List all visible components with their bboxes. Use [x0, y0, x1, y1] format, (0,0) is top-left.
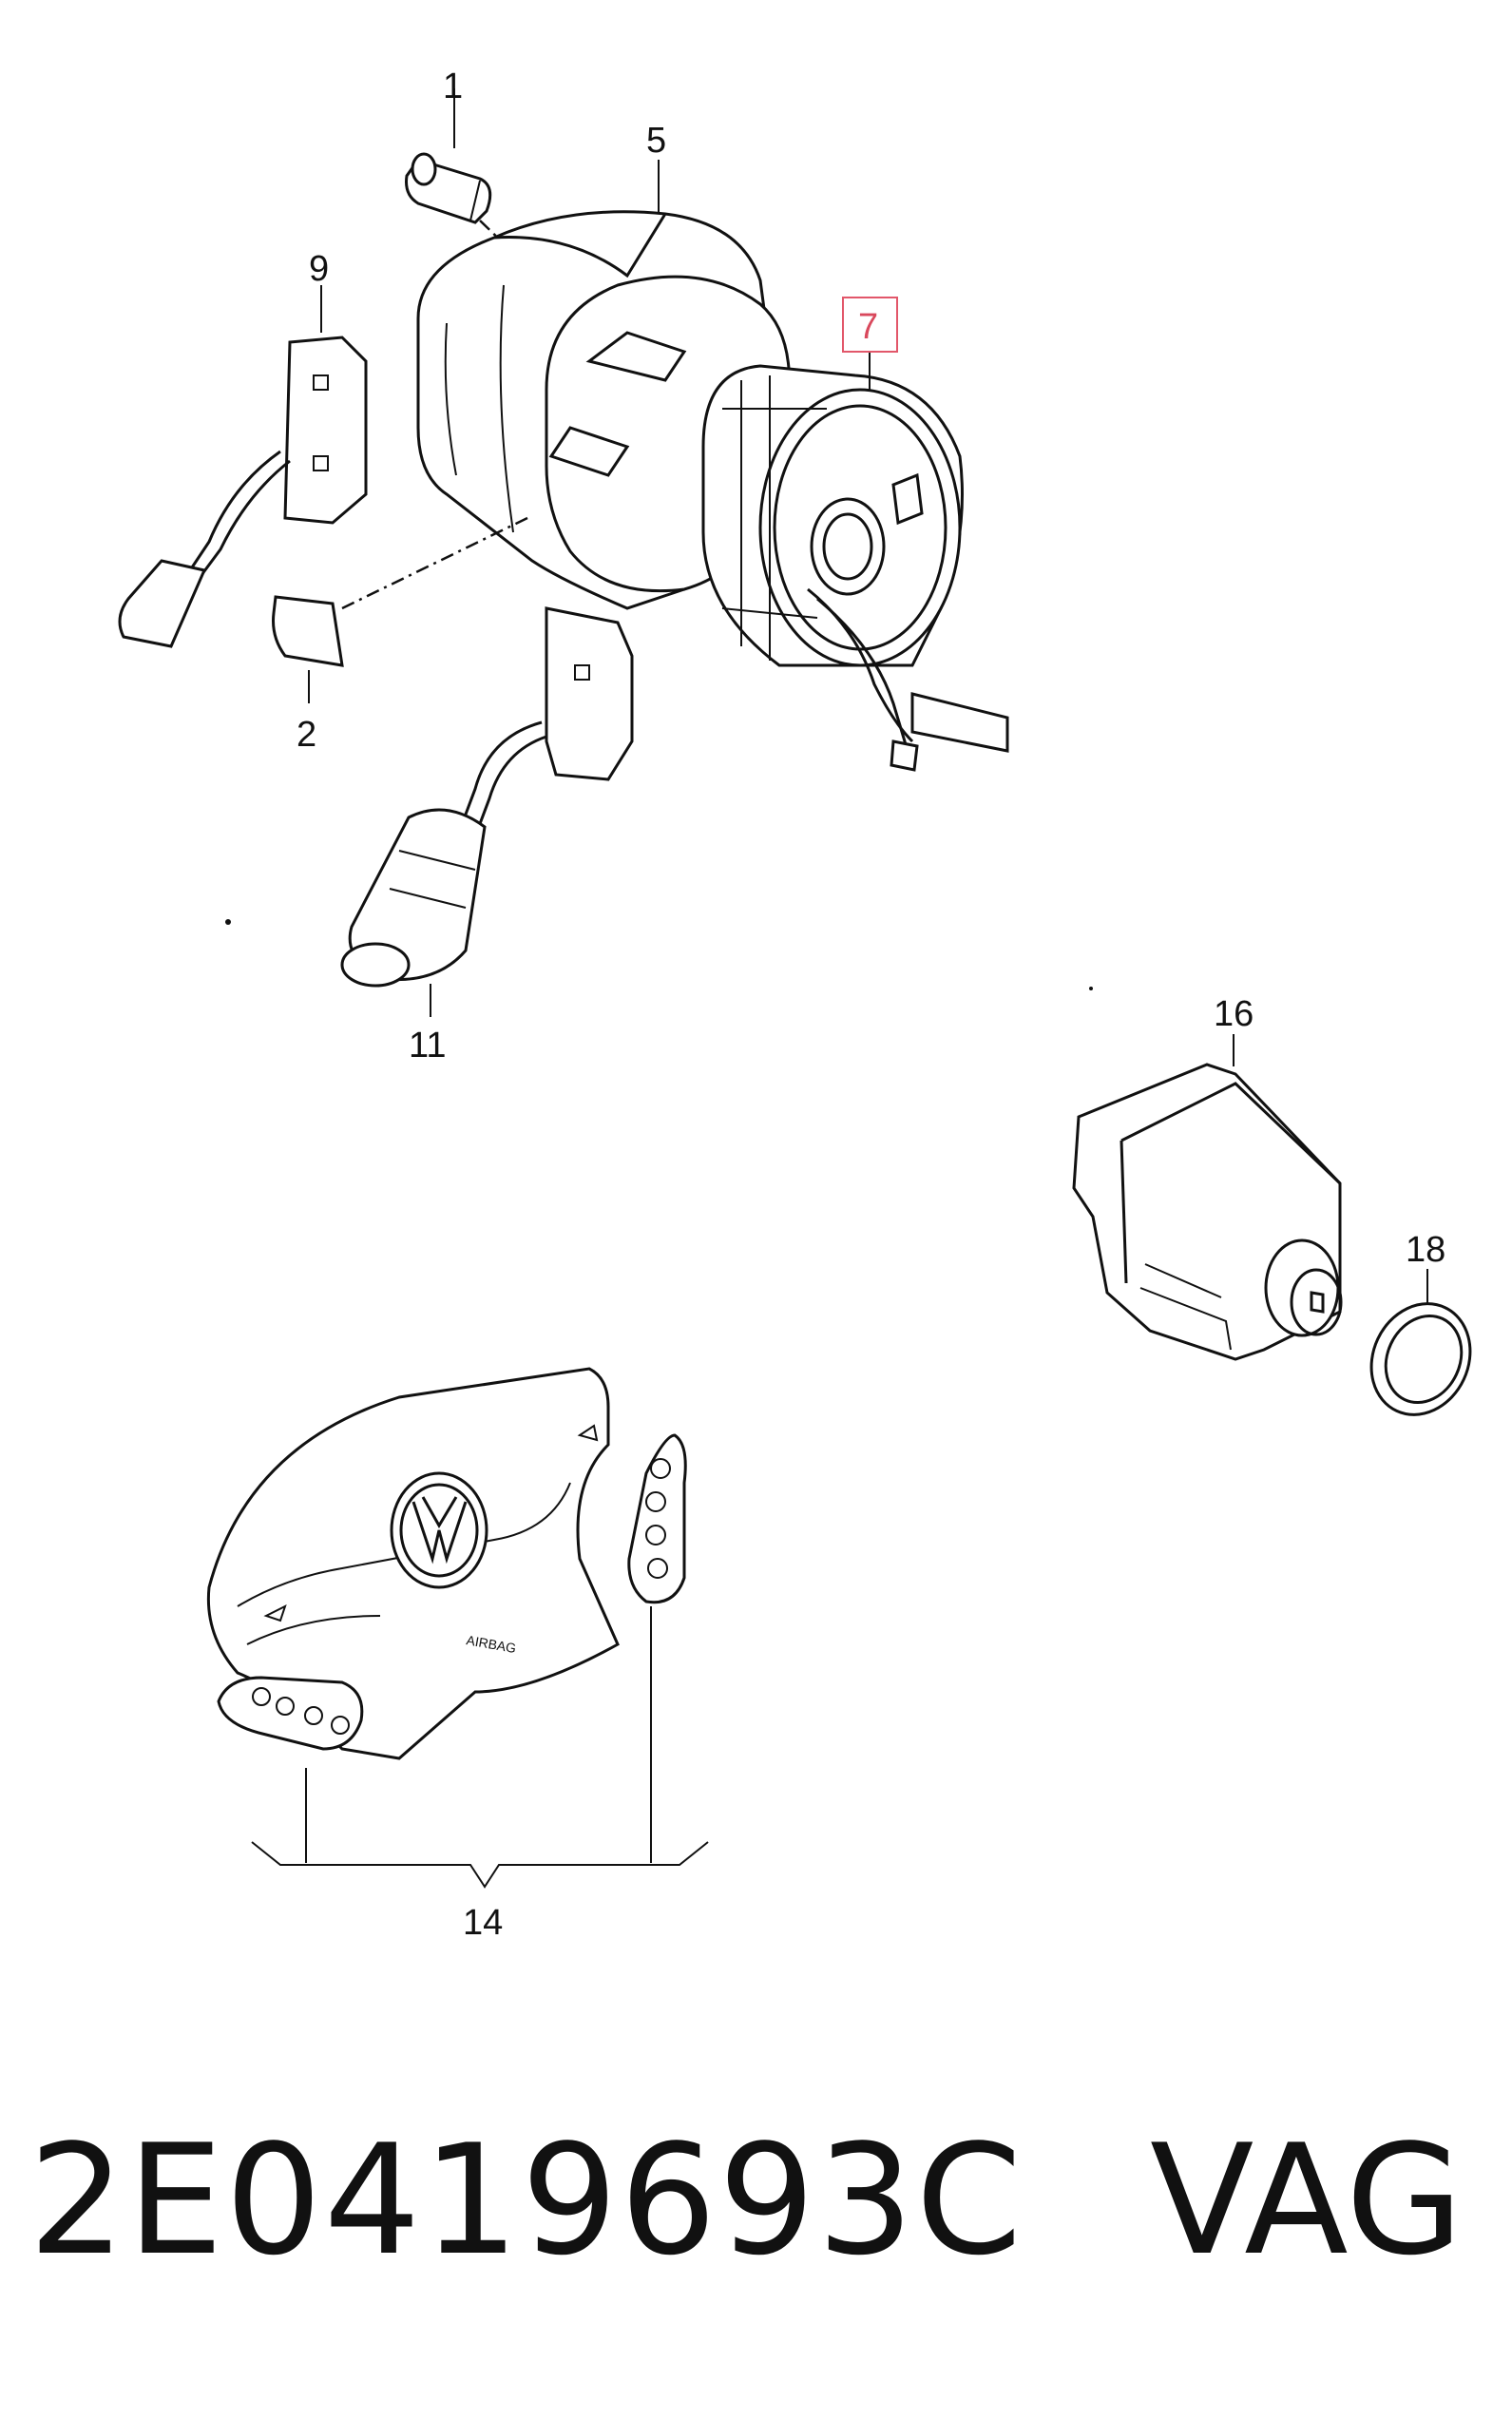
- label-part-5: 5: [646, 121, 666, 161]
- highlight-box-part-7: [842, 297, 898, 353]
- part-14-airbag-unit[interactable]: AIRBAG: [206, 1367, 687, 1760]
- label-part-2: 2: [297, 715, 316, 755]
- part-1-cap[interactable]: [405, 152, 492, 224]
- dot-mark: [1089, 987, 1093, 990]
- label-part-11: 11: [409, 1026, 446, 1066]
- part-11-stalk[interactable]: [340, 606, 634, 988]
- label-part-18: 18: [1406, 1230, 1445, 1270]
- part-16-ignition-switch[interactable]: [1072, 1063, 1343, 1361]
- part-7-clock-spring[interactable]: [701, 364, 1009, 772]
- label-part-14: 14: [463, 1903, 503, 1943]
- label-part-1: 1: [443, 67, 463, 106]
- label-part-16: 16: [1214, 994, 1254, 1034]
- dot-mark: [225, 919, 231, 925]
- part-5-housing[interactable]: [416, 210, 792, 610]
- part-2-clip[interactable]: [272, 595, 344, 667]
- part-18-ring[interactable]: [1353, 1287, 1487, 1430]
- vw-logo-icon: [390, 1471, 488, 1589]
- part-9-switch[interactable]: [118, 336, 368, 648]
- part-number: 2E0419693C: [29, 2111, 1024, 2289]
- brand-label: VAG: [1150, 2111, 1464, 2289]
- label-part-7: 7: [858, 307, 878, 347]
- label-part-9: 9: [309, 249, 329, 289]
